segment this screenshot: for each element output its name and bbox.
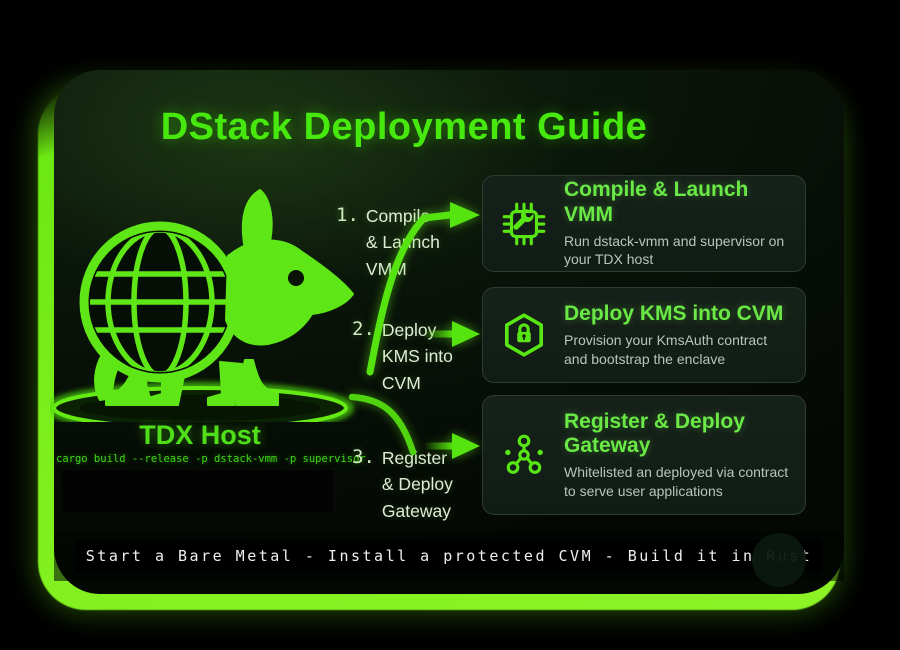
page-title: DStack Deployment Guide	[160, 106, 648, 148]
card-register-gateway: Register & Deploy Gateway Whitelisted an…	[482, 395, 806, 515]
mascot-ear	[241, 189, 273, 257]
mascot-front-leg	[235, 359, 279, 406]
step-item-3: 3. Register & Deploy Gateway	[352, 445, 492, 524]
cargo-command: cargo build --release -p dstack-vmm -p s…	[56, 453, 366, 465]
mascot-eye	[288, 270, 304, 286]
flow-arrow-curve-3	[348, 393, 417, 456]
step-label: Deploy KMS into CVM	[381, 320, 453, 393]
step-number: 1.	[336, 204, 359, 226]
footer-bar: Start a Bare Metal - Install a protected…	[54, 531, 844, 581]
faint-logo-circle	[752, 533, 806, 587]
chip-wrench-icon	[502, 202, 546, 245]
arrow-right-icon	[452, 433, 480, 459]
arrow-right-icon	[450, 202, 480, 228]
card-body: Provision your KmsAuth contract and boot…	[564, 332, 768, 367]
step-item-2: 2. Deploy KMS into CVM	[352, 317, 492, 396]
card-title: Deploy KMS into CVM	[564, 301, 784, 325]
platform-glow	[50, 382, 354, 422]
mascot-head	[225, 239, 354, 346]
card-title: Register & Deploy Gateway	[564, 409, 745, 458]
hexagon-lock-icon	[504, 313, 544, 357]
mascot-front-leg	[207, 361, 243, 406]
step-number: 3.	[352, 446, 375, 468]
step-label: Register & Deploy Gateway	[381, 448, 453, 521]
armadillo-icon	[50, 189, 354, 422]
flow-arrows	[348, 202, 480, 459]
network-nodes-icon	[505, 434, 543, 474]
tdx-host-label: TDX Host	[139, 420, 261, 450]
card-title: Compile & Launch VMM	[564, 178, 749, 226]
card-body: Run dstack-vmm and supervisor on your TD…	[564, 232, 785, 268]
step-number: 2.	[352, 318, 375, 340]
card-deploy-kms: Deploy KMS into CVM Provision your KmsAu…	[482, 287, 806, 383]
card-compile-launch-vmm: Compile & Launch VMM Run dstack-vmm and …	[482, 175, 806, 272]
flow-arrow-curve-1	[366, 211, 454, 376]
mascot-shell	[79, 221, 241, 383]
arrow-right-icon	[452, 321, 480, 347]
terminal-window	[62, 470, 333, 512]
card-body: Whitelisted an deployed via contract to …	[564, 464, 789, 499]
footer-tagline: Start a Bare Metal - Install a protected…	[75, 540, 823, 572]
